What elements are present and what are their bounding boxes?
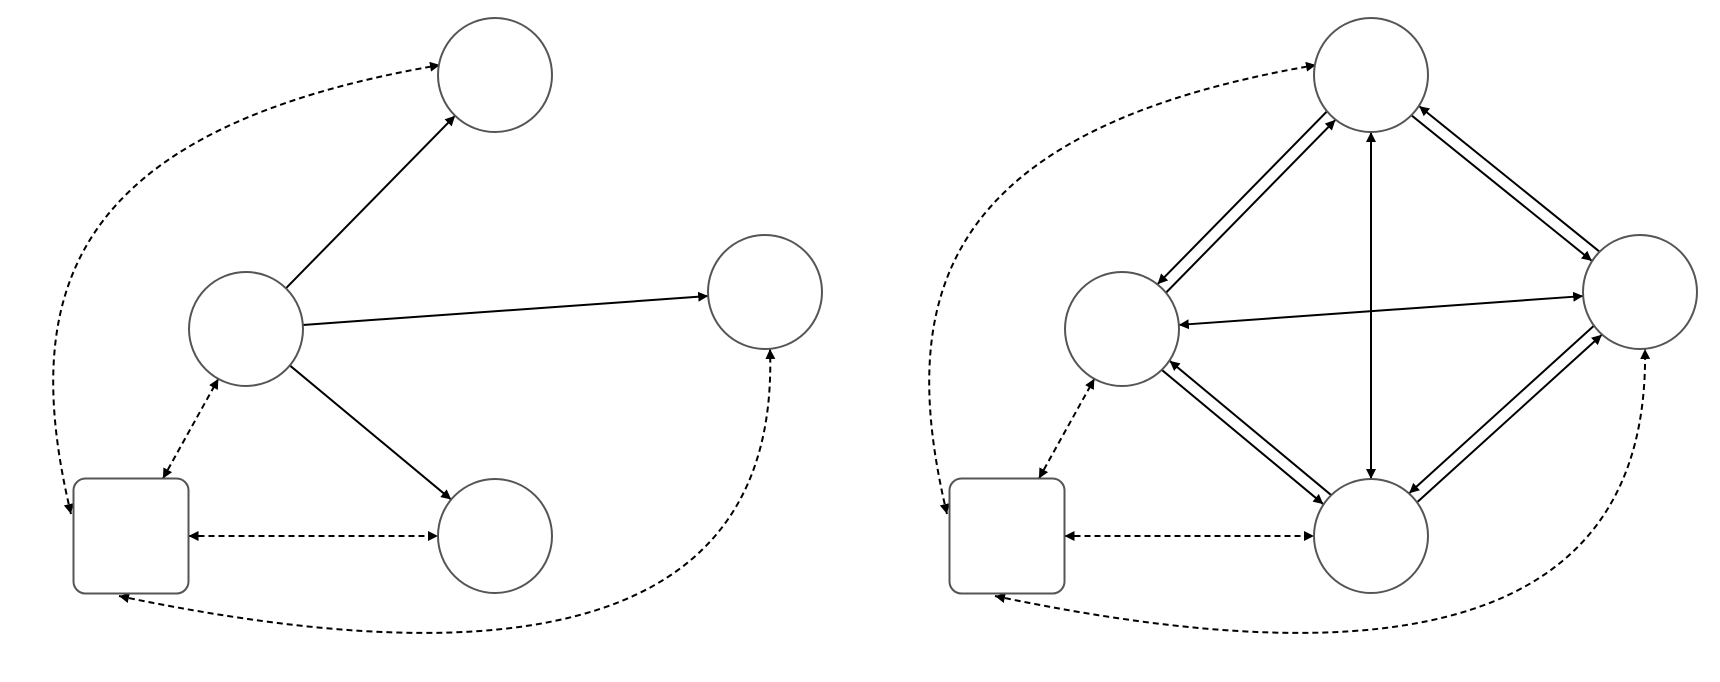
left-node-bottom	[437, 478, 553, 594]
right-edge-center-to-top	[1165, 119, 1337, 294]
right-edge-box-to-center	[1038, 378, 1096, 479]
right-edge-box-to-top	[928, 61, 1317, 515]
right-node-bottom	[1313, 478, 1429, 594]
left-node-center	[188, 271, 304, 387]
right-edge-bottom-to-right	[1416, 333, 1603, 503]
left-edge-box-to-right	[118, 348, 776, 634]
right-edge-bottom-to-center	[1169, 360, 1332, 496]
left-node-top	[437, 17, 553, 133]
right-node-right	[1582, 234, 1698, 350]
left-node-right	[707, 234, 823, 350]
right-edge-top-to-right	[1410, 114, 1593, 262]
left-edge-center-to-top	[285, 115, 456, 289]
right-node-box	[948, 477, 1066, 595]
right-edge-right-to-bottom	[1408, 325, 1595, 495]
edges-layer	[52, 61, 1651, 634]
left-edge-box-to-top	[52, 61, 441, 515]
left-edge-box-to-center	[162, 378, 220, 479]
right-edge-right-to-top	[1418, 105, 1601, 253]
left-edge-center-to-right	[302, 291, 709, 326]
nodes-layer	[72, 17, 1698, 595]
right-edge-top-to-center	[1156, 110, 1328, 285]
right-node-center	[1064, 271, 1180, 387]
left-edge-center-to-bottom	[289, 364, 452, 501]
right-edge-center-to-right	[1178, 291, 1584, 330]
left-node-box	[72, 477, 190, 595]
right-node-top	[1313, 17, 1429, 133]
right-edge-center-to-bottom	[1161, 369, 1324, 505]
right-edge-box-to-right	[994, 348, 1651, 634]
